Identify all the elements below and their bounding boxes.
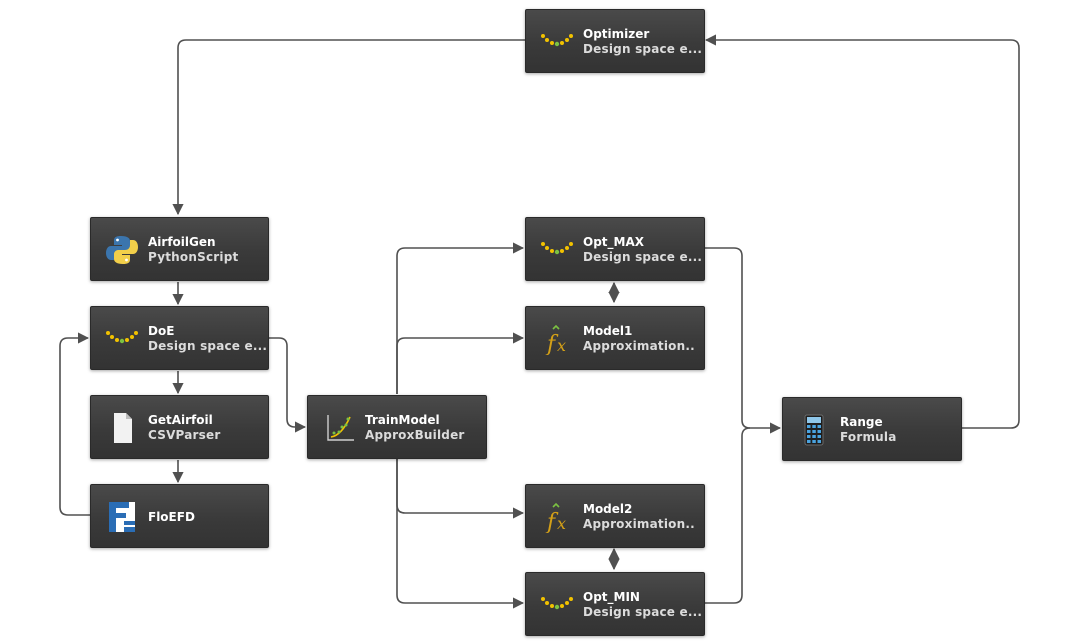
node-subtitle: CSVParser — [148, 428, 221, 442]
optimizer-dots-icon — [541, 597, 573, 610]
optimizer-dots-icon — [106, 331, 138, 344]
function-fx-icon: f x — [545, 502, 566, 533]
wire-trainmodel-to-optmax[interactable] — [396, 242, 525, 394]
node-title: AirfoilGen — [148, 235, 216, 249]
optimizer-dots-icon — [541, 242, 573, 255]
wire-trainmodel-to-model1[interactable] — [396, 332, 525, 394]
python-icon — [106, 236, 138, 264]
node-subtitle: Formula — [840, 430, 897, 444]
svg-text:x: x — [557, 336, 566, 355]
node-getairfoil[interactable]: GetAirfoil CSVParser — [90, 395, 269, 459]
node-subtitle: Design space e... — [148, 339, 268, 353]
node-title: Model1 — [583, 324, 633, 338]
node-subtitle: PythonScript — [148, 250, 239, 264]
wire-trainmodel-to-model2[interactable] — [396, 459, 525, 519]
file-icon — [114, 413, 132, 443]
node-model2[interactable]: f x Model2 Approximation.. — [525, 484, 705, 548]
wire-optmin-to-range[interactable] — [704, 427, 751, 604]
node-title: Opt_MAX — [583, 235, 645, 249]
node-title: Range — [840, 415, 883, 429]
node-subtitle: Design space e... — [583, 605, 703, 619]
node-subtitle: Design space e... — [583, 250, 703, 264]
wire-range-to-optimizer[interactable] — [704, 34, 1020, 429]
node-title: Model2 — [583, 502, 633, 516]
wire-floefd-to-doe[interactable] — [59, 332, 90, 516]
node-title: Optimizer — [583, 27, 650, 41]
node-subtitle: ApproxBuilder — [365, 428, 465, 442]
function-fx-icon: f x — [545, 324, 566, 355]
node-title: TrainModel — [365, 413, 440, 427]
node-title: FloEFD — [148, 510, 195, 524]
node-subtitle: Design space e... — [583, 42, 703, 56]
node-floefd[interactable]: FloEFD — [90, 484, 269, 548]
node-subtitle: Approximation.. — [583, 517, 695, 531]
node-trainmodel[interactable]: TrainModel ApproxBuilder — [307, 395, 487, 459]
floefd-logo-icon — [109, 502, 135, 532]
node-title: DoE — [148, 324, 175, 338]
node-opt-max[interactable]: Opt_MAX Design space e... — [525, 217, 705, 281]
node-title: Opt_MIN — [583, 590, 640, 604]
wire-optimizer-to-airfoilgen[interactable] — [172, 39, 525, 216]
wire-doe-to-trainmodel[interactable] — [268, 337, 307, 433]
wire-trainmodel-to-optmin[interactable] — [396, 459, 525, 609]
wire-optmax-to-range[interactable] — [704, 247, 782, 434]
approx-builder-icon — [327, 415, 354, 441]
calculator-icon — [804, 414, 824, 446]
node-model1[interactable]: f x Model1 Approximation.. — [525, 306, 705, 370]
node-title: GetAirfoil — [148, 413, 213, 427]
node-doe[interactable]: DoE Design space e... — [90, 306, 269, 370]
node-subtitle: Approximation.. — [583, 339, 695, 353]
node-range[interactable]: Range Formula — [782, 397, 962, 461]
svg-text:x: x — [557, 514, 566, 533]
node-airfoilgen[interactable]: AirfoilGen PythonScript — [90, 217, 269, 281]
optimizer-dots-icon — [541, 34, 573, 47]
node-opt-min[interactable]: Opt_MIN Design space e... — [525, 572, 705, 636]
node-optimizer[interactable]: Optimizer Design space e... — [525, 9, 705, 73]
